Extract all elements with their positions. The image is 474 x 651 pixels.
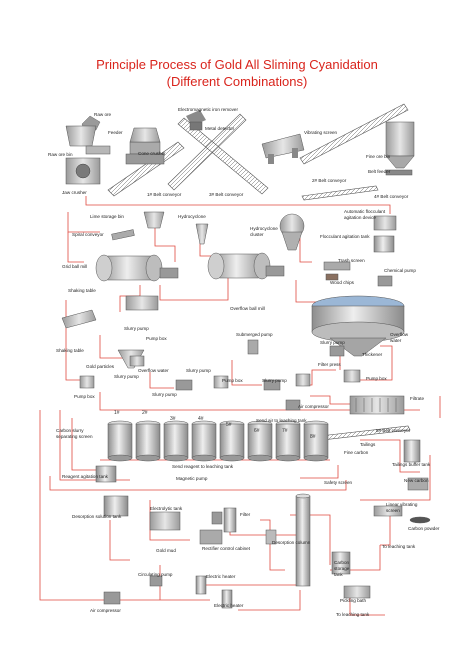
label-slurry-pump-5: Slurry pump (320, 340, 345, 345)
label-automatic-flocculant: Automatic flocculant (344, 209, 386, 214)
label-slurry-pump-4: Slurry pump (262, 378, 287, 383)
label-submerged-pump: Submerged pump (236, 332, 273, 337)
label-slurry-pump-1: Slurry pump (124, 326, 149, 331)
label-pump-box-1: Pump box (146, 336, 167, 341)
label-safety-screen: Safety screen (324, 480, 353, 485)
desorption-equipment (103, 477, 431, 609)
tank-number-labels: 1# 2# 3# 4# 5# 6# 7# 8# (114, 410, 316, 440)
label-overflow-water-mid: Overflow water (138, 368, 169, 373)
label-circulating-pump: Circulating pump (138, 572, 173, 577)
label-shaking-table-top: Shaking table (68, 288, 96, 293)
label-hydrocyclone-cluster-2: cluster (250, 232, 264, 237)
label-lime-storage-bin: Lime storage bin (90, 214, 124, 219)
label-filter: Filter (240, 512, 251, 517)
tank-number-5: 5# (226, 422, 232, 428)
title-line-2: (Different Combinations) (166, 74, 308, 89)
label-spiral-conveyor: Spiral conveyor (72, 232, 104, 237)
label-pump-box-4: Pump box (74, 394, 95, 399)
label-to-leaching-tank-1: To leaching tank (382, 544, 416, 549)
label-slurry-pump-3: Slurry pump (186, 368, 211, 373)
diagram-labels: Raw ore Feeder Raw ore bin Electromagnet… (48, 107, 440, 617)
label-to-leaching-tank-2: To leaching tank (336, 612, 370, 617)
label-jaw-crusher: Jaw crusher (62, 190, 87, 195)
label-fine-carbon: Fine carbon (344, 450, 369, 455)
label-feeder: Feeder (108, 130, 123, 135)
label-pickling-bath: Pickling bath (340, 598, 366, 603)
label-desorption-column: Desorption column (272, 540, 311, 545)
label-electromagnetic-iron-remover: Electromagnetic iron remover (178, 107, 238, 112)
label-magnetic-pump: Magnetic pump (176, 476, 208, 481)
leaching-tanks (95, 420, 421, 483)
label-carbon-storage-3: tank (334, 572, 343, 577)
label-gold-particles: Gold particles (86, 364, 115, 369)
label-new-carbon: New carbon (404, 478, 429, 483)
label-tailings-buffer-tank: Tailings buffer tank (392, 462, 431, 467)
label-filtrate: Filtrate (410, 396, 424, 401)
label-slurry-pump-2: Slurry pump (114, 374, 139, 379)
label-desorption-solution-tank: Desorption solution tank (72, 514, 122, 519)
label-overflow-water-right-1: Overflow (390, 332, 409, 337)
label-flocculant-agitation-tank: Flocculant agitation tank (320, 234, 370, 239)
conveyors (107, 103, 411, 441)
tank-number-6: 6# (254, 428, 260, 434)
label-overflow-water-right-2: water (390, 338, 402, 343)
label-belt-conveyor-4: 4# Belt conveyor (374, 194, 409, 199)
label-air-compressor-top: Air compressor (298, 404, 329, 409)
label-gold-mud: Gold mud (156, 548, 176, 553)
label-agitation-device: agitation device (344, 215, 376, 220)
tank-number-1: 1# (114, 410, 120, 416)
label-vibrating-screen: Vibrating screen (304, 130, 338, 135)
label-belt-conveyor-2: 2# Belt conveyor (312, 178, 347, 183)
label-slurry-pump-6: Slurry pump (152, 392, 177, 397)
label-fine-ore-bin: Fine ore bin (366, 154, 391, 159)
label-trash-screen: Trash screen (338, 258, 365, 263)
tank-number-3: 3# (170, 416, 176, 422)
label-overflow-ball-mill: Overflow ball mill (230, 306, 265, 311)
tank-number-2: 2# (142, 410, 148, 416)
label-linear-vibrating-2: screen (386, 508, 400, 513)
label-belt-feeder: Belt feeder (368, 169, 391, 174)
label-rectifier-control-cabinet: Rectifier control cabinet (202, 546, 251, 551)
crushing-equipment (65, 115, 415, 185)
grinding-equipment (61, 211, 397, 329)
label-belt-conveyor-1: 1# Belt conveyor (147, 192, 182, 197)
label-filter-press: Filter press (318, 362, 341, 367)
label-chemical-pump: Chemical pump (384, 268, 416, 273)
label-tailings: Tailings (360, 442, 376, 447)
label-shaking-table-left: Shaking table (56, 348, 84, 353)
label-wood-chips: Wood chips (330, 280, 355, 285)
label-linear-vibrating-1: Linear vibrating (386, 502, 418, 507)
label-reagent-agitation-tank: Reagent agitation tank (62, 474, 109, 479)
label-grid-ball-mill: Grid ball mill (62, 264, 87, 269)
label-raw-ore: Raw ore (94, 112, 112, 117)
label-pump-box-2: Pump box (366, 376, 387, 381)
label-carbon-slurry-1: Carbon slurry (56, 428, 84, 433)
label-belt-conveyor-5: 5# Belt conveyor (376, 428, 411, 433)
label-electrolytic-tank: Electrolytic tank (150, 506, 183, 511)
label-cone-crusher: Cone crusher (138, 151, 166, 156)
label-carbon-storage-2: storage (334, 566, 350, 571)
thickening-equipment (79, 295, 405, 415)
label-air-compressor-bottom: Air compressor (90, 608, 121, 613)
label-send-reagent: Send reagent to leaching tank (172, 464, 234, 469)
label-carbon-slurry-2: separating screen (56, 434, 93, 439)
label-metal-detector: Metal detector (205, 126, 235, 131)
label-carbon-powder: Carbon powder (408, 526, 440, 531)
tank-number-7: 7# (282, 428, 288, 434)
tank-number-4: 4# (198, 416, 204, 422)
label-pump-box-3: Pump box (222, 378, 243, 383)
tank-number-8: 8# (310, 434, 316, 440)
label-electric-heater-2: Electric heater (214, 603, 244, 608)
title-line-1: Principle Process of Gold All Sliming Cy… (96, 57, 378, 72)
label-hydrocyclone-cluster-1: Hydrocyclone (250, 226, 278, 231)
label-electric-heater-1: Electric heater (206, 574, 236, 579)
label-raw-ore-bin: Raw ore bin (48, 152, 73, 157)
label-hydrocyclone: Hydrocyclone (178, 214, 206, 219)
label-thickener: Thickener (362, 352, 383, 357)
label-carbon-storage-1: Carbon (334, 560, 350, 565)
label-belt-conveyor-3: 3# Belt conveyor (209, 192, 244, 197)
label-send-air: Send air to leaching tank (256, 418, 307, 423)
